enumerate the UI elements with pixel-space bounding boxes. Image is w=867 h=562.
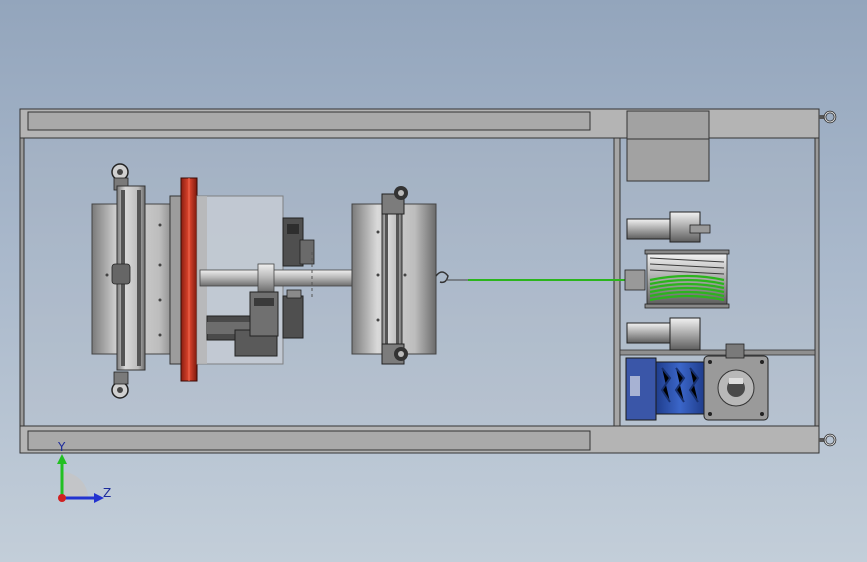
orientation-triad	[57, 454, 104, 503]
y-axis-label: Y	[58, 440, 66, 454]
drive-motor[interactable]	[625, 343, 769, 421]
cable-winch[interactable]	[624, 211, 730, 351]
hook-icon	[435, 271, 470, 284]
clamp-bottom	[381, 343, 408, 365]
red-flange[interactable]	[180, 177, 198, 382]
clamp-top	[381, 186, 408, 215]
gear-motor[interactable]	[206, 289, 304, 357]
upper-actuator[interactable]	[282, 217, 315, 300]
caster-bottom	[111, 371, 129, 399]
right-drum-unit[interactable]	[351, 186, 470, 365]
x-axis-icon	[58, 494, 66, 502]
z-axis-label: Z	[103, 486, 112, 500]
lifting-eye-bottom	[819, 433, 837, 447]
lifting-eye-top	[819, 110, 837, 124]
